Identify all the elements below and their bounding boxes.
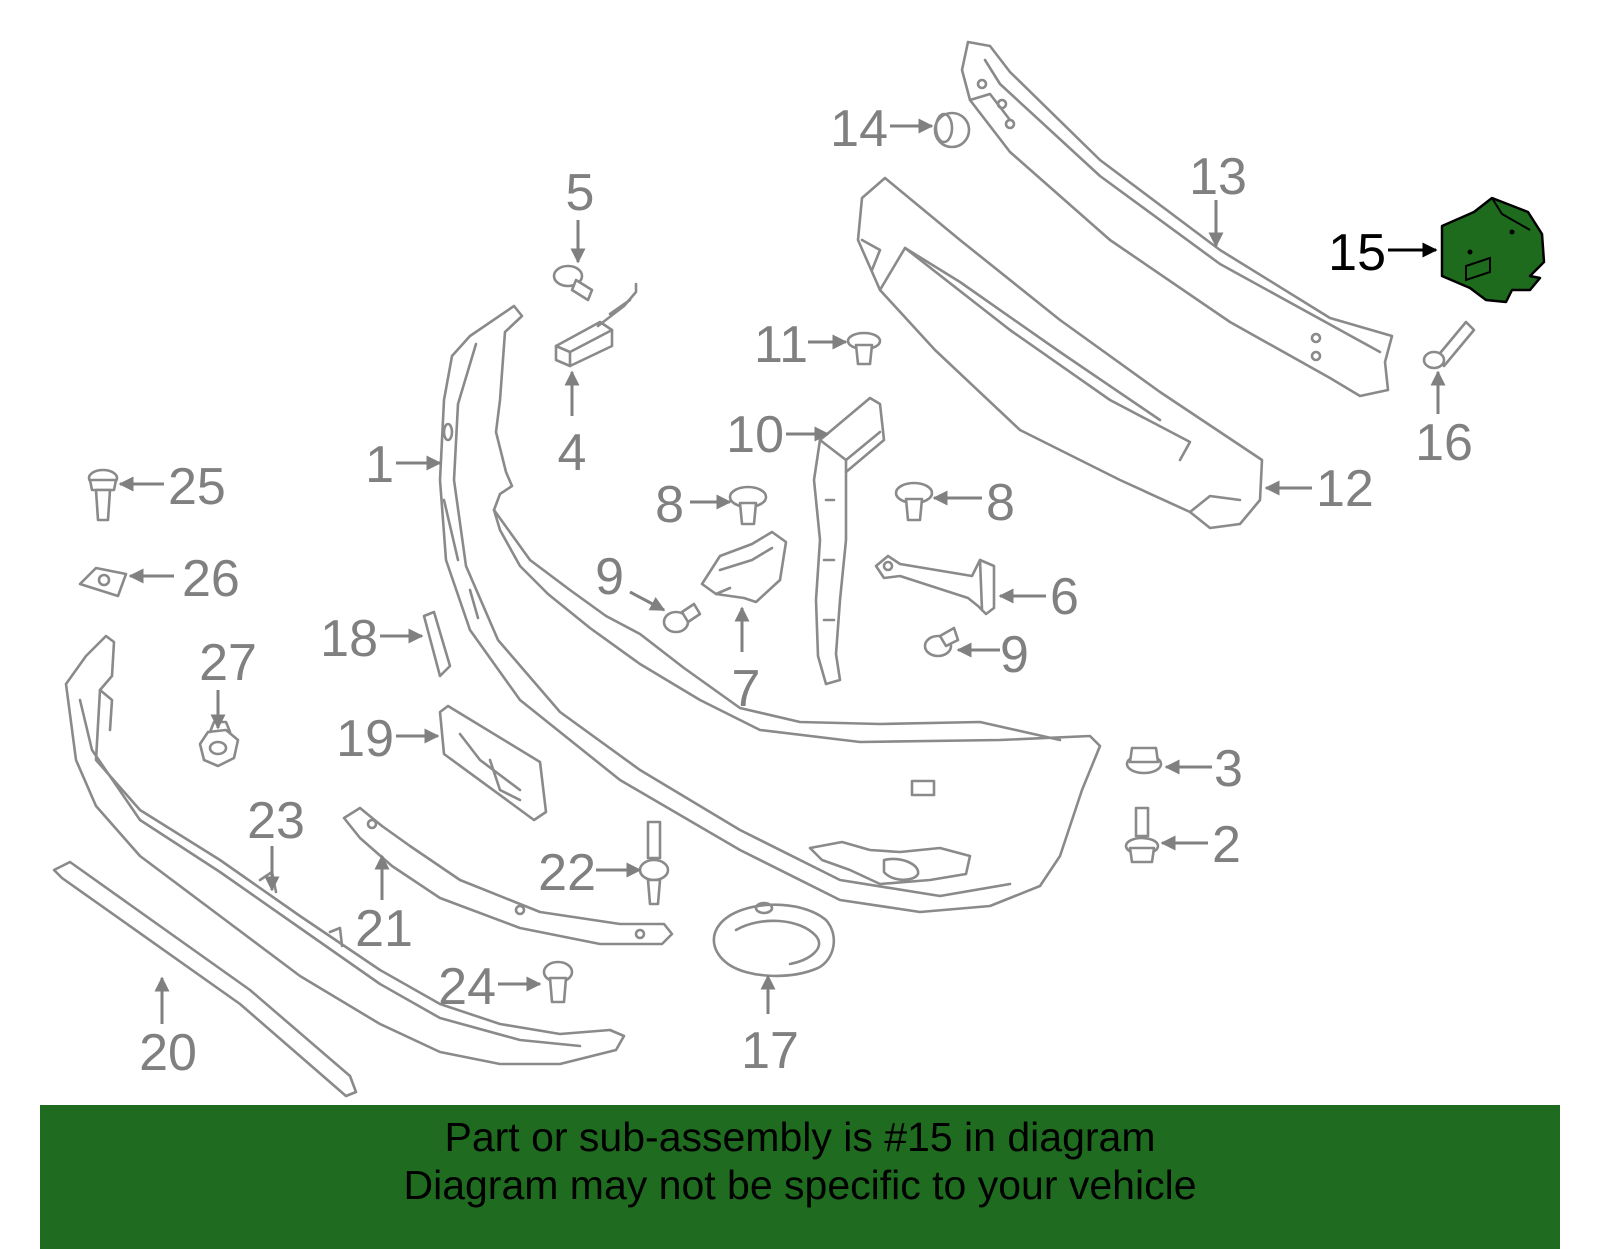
callout-4: 4 bbox=[558, 424, 587, 482]
callout-21: 21 bbox=[355, 900, 413, 958]
callout-1: 1 bbox=[365, 436, 394, 494]
info-banner: Part or sub-assembly is #15 in diagram D… bbox=[40, 1105, 1560, 1249]
part-14-bump-stop bbox=[933, 111, 971, 149]
part-10-bracket bbox=[812, 396, 886, 686]
part-27-nut bbox=[198, 720, 240, 768]
part-17-fog-bezel bbox=[712, 901, 836, 978]
part-8-bolt-left bbox=[728, 485, 768, 526]
callouts: 1 2 3 4 5 6 7 8 8 9 9 10 bbox=[118, 100, 1473, 1082]
callout-9-right: 9 bbox=[1000, 626, 1029, 684]
part-12-energy-absorber bbox=[856, 176, 1264, 530]
part-16-bolt bbox=[1422, 320, 1476, 370]
banner-part-line: Part or sub-assembly is #15 in diagram bbox=[444, 1114, 1156, 1160]
callout-24: 24 bbox=[438, 958, 496, 1016]
part-19-grille bbox=[438, 704, 548, 822]
part-15-bracket-highlighted bbox=[1440, 196, 1546, 304]
part-21-deflector bbox=[342, 806, 674, 946]
callout-10: 10 bbox=[726, 406, 784, 464]
part-9-clip-right bbox=[923, 626, 960, 658]
callout-5: 5 bbox=[566, 164, 595, 222]
part-9-clip-left bbox=[662, 602, 702, 634]
callout-17: 17 bbox=[741, 1022, 799, 1080]
callout-2: 2 bbox=[1212, 816, 1241, 874]
callout-22: 22 bbox=[538, 844, 596, 902]
part-18-reflector bbox=[422, 610, 452, 678]
part-1-bumper-cover bbox=[438, 304, 1102, 914]
part-2-bolt bbox=[1124, 806, 1160, 864]
part-6-bracket bbox=[874, 554, 996, 616]
callout-6: 6 bbox=[1050, 568, 1079, 626]
callout-8-left: 8 bbox=[655, 476, 684, 534]
callout-20: 20 bbox=[139, 1024, 197, 1082]
part-4-bracket bbox=[554, 282, 638, 368]
callout-12: 12 bbox=[1316, 460, 1374, 518]
callout-8-right: 8 bbox=[986, 474, 1015, 532]
part-11-bolt bbox=[846, 331, 882, 366]
callout-27: 27 bbox=[199, 634, 257, 692]
callout-15-highlighted: 15 bbox=[1328, 224, 1386, 282]
callout-3: 3 bbox=[1214, 740, 1243, 798]
part-26-clip-nut bbox=[78, 566, 128, 598]
part-5-clip bbox=[552, 264, 594, 302]
callout-25: 25 bbox=[168, 458, 226, 516]
callout-7: 7 bbox=[732, 660, 761, 718]
part-23-lower-valance bbox=[64, 634, 626, 1066]
part-25-bolt bbox=[87, 468, 119, 522]
callout-9-left: 9 bbox=[595, 548, 624, 606]
callout-18: 18 bbox=[320, 610, 378, 668]
callout-26: 26 bbox=[182, 550, 240, 608]
part-22-push-pin bbox=[638, 820, 670, 906]
callout-19: 19 bbox=[336, 710, 394, 768]
part-13-reinforcement-beam bbox=[960, 40, 1394, 398]
callout-14: 14 bbox=[830, 100, 888, 158]
banner-disclaimer-line: Diagram may not be specific to your vehi… bbox=[403, 1162, 1197, 1208]
callout-13: 13 bbox=[1189, 148, 1247, 206]
callout-11: 11 bbox=[754, 316, 808, 374]
part-8-bolt-right bbox=[894, 481, 934, 522]
part-3-nut bbox=[1125, 746, 1163, 775]
part-20-trim-strip bbox=[52, 860, 358, 1098]
part-7-bracket bbox=[700, 530, 788, 604]
callout-16: 16 bbox=[1415, 414, 1473, 472]
part-24-push-clip bbox=[542, 960, 574, 1004]
callout-23: 23 bbox=[247, 792, 305, 850]
